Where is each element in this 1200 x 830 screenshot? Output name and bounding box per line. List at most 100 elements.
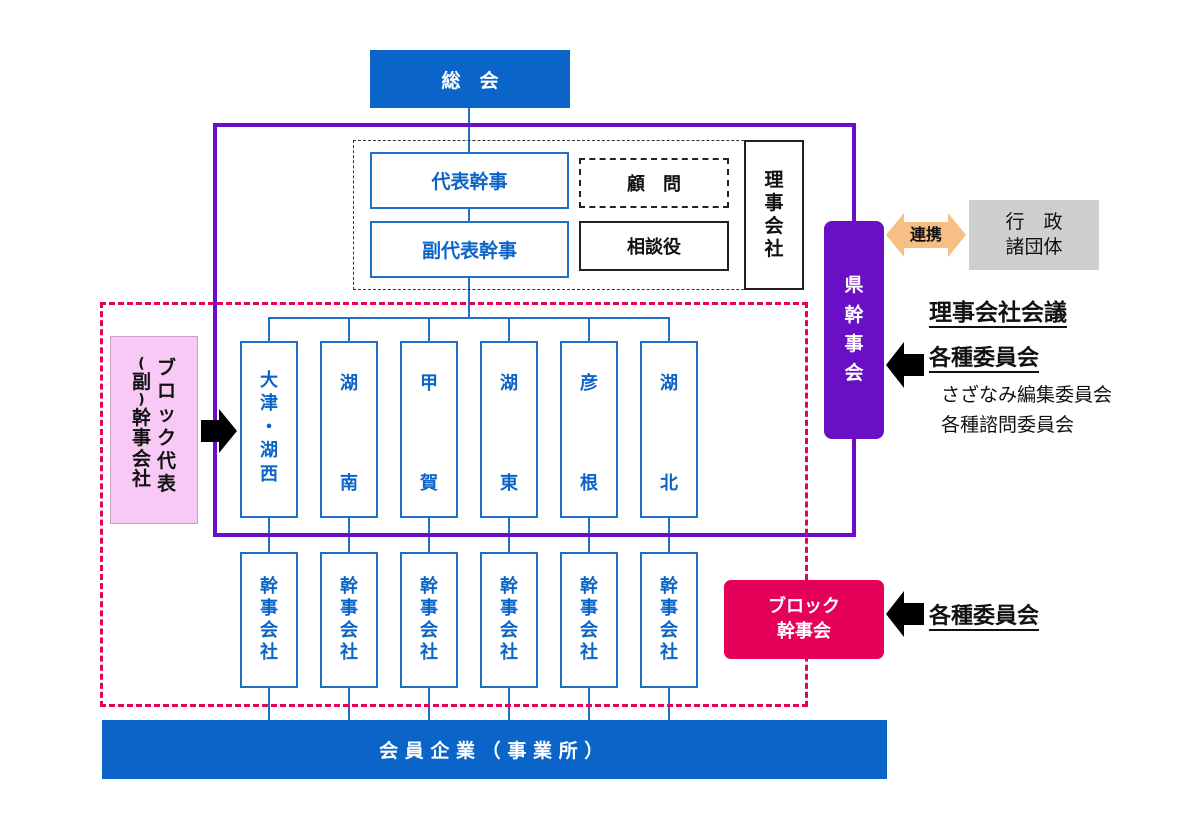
vice-representative-label: 副代表幹事 — [421, 240, 517, 262]
committees-label: 各種委員会 — [929, 346, 1040, 371]
block-hikone: 彦 根 — [560, 341, 618, 518]
block-char: 根 — [580, 473, 598, 494]
block-reps-char: 代 — [157, 449, 177, 472]
connector-line — [348, 317, 350, 341]
prefecture-committee-char: 県 — [844, 274, 864, 297]
block-konan: 湖 南 — [320, 341, 378, 518]
editorial-committee-label: さざなみ編集委員会 — [941, 384, 1113, 406]
advisor-label: 顧 問 — [627, 174, 681, 195]
block-reps-char: 幹 — [131, 406, 151, 429]
block-char: 大 — [260, 370, 278, 391]
block-reps-col1: ブ ロ ッ ク 代 表 — [157, 357, 176, 496]
block-company-char: 事 — [260, 598, 278, 620]
block-reps-char: ( — [138, 356, 145, 372]
connector-line — [268, 317, 670, 319]
block-company-char: 会 — [260, 620, 278, 641]
connector-line — [508, 317, 510, 341]
block-company-box: 幹 事 会 社 — [240, 552, 298, 688]
connector-line — [588, 317, 590, 341]
block-reps-char: 副 — [131, 371, 151, 394]
board-companies-char: 会 — [764, 215, 784, 237]
block-char: 賀 — [420, 473, 438, 494]
block-company-char: 社 — [420, 641, 438, 663]
counselor-label: 相談役 — [627, 237, 681, 258]
block-committee-frame — [100, 302, 808, 707]
general-assembly-box: 総 会 — [370, 50, 570, 108]
block-char: 湖 — [500, 373, 518, 394]
block-company-char: 会 — [500, 620, 518, 641]
block-char: 津 — [260, 393, 278, 415]
government-box: 行 政 諸団体 — [969, 200, 1099, 270]
government-line2: 諸団体 — [1005, 236, 1063, 258]
block-company-char: 社 — [580, 641, 598, 663]
prefecture-committee-char: 会 — [844, 362, 864, 385]
block-reps-char: 社 — [131, 468, 151, 491]
board-companies-char: 理 — [764, 168, 784, 191]
member-companies-bar: 会員企業（事業所） — [102, 720, 887, 779]
prefecture-committee-char: 事 — [844, 333, 864, 355]
prefecture-committee-char: 幹 — [844, 303, 864, 326]
block-reps-char: 表 — [157, 472, 177, 495]
block-reps-char: ブ — [157, 357, 177, 379]
block-char: 西 — [260, 463, 278, 485]
connector-line — [268, 317, 270, 341]
board-meeting-label: 理事会社会議 — [929, 300, 1067, 326]
block-reps-char: 事 — [131, 427, 151, 450]
block-company-char: 社 — [260, 641, 278, 663]
block-company-char: 事 — [340, 598, 358, 620]
block-company-char: 幹 — [660, 576, 678, 598]
block-company-box: 幹 事 会 社 — [480, 552, 538, 688]
block-committee-box: ブロック 幹事会 — [724, 580, 884, 659]
block-reps-char: ロ — [157, 380, 177, 403]
block-company-char: 事 — [500, 598, 518, 620]
connector-line — [668, 317, 670, 341]
connector-line — [468, 278, 470, 318]
representative-label: 代表幹事 — [431, 171, 508, 193]
board-companies-box: 理 事 会 社 — [744, 140, 804, 290]
block-company-char: 幹 — [420, 576, 438, 598]
block-company-char: 事 — [580, 598, 598, 620]
block-company-char: 幹 — [340, 576, 358, 598]
advisor-box: 顧 問 — [579, 158, 729, 208]
block-char: 甲 — [420, 373, 438, 394]
block-char: ・ — [260, 416, 278, 438]
block-company-char: 事 — [420, 598, 438, 620]
block-char: 湖 — [660, 373, 678, 394]
board-companies-char: 事 — [764, 191, 784, 214]
arrow-left-icon — [886, 591, 924, 637]
arrow-right-icon — [201, 409, 237, 453]
block-company-box: 幹 事 会 社 — [640, 552, 698, 688]
connector-line — [428, 317, 430, 341]
arrow-left-icon — [886, 342, 924, 388]
block-kohoku: 湖 北 — [640, 341, 698, 518]
block-company-box: 幹 事 会 社 — [320, 552, 378, 688]
block-company-char: 幹 — [580, 576, 598, 598]
block-char: 東 — [500, 473, 518, 494]
block-company-char: 社 — [660, 641, 678, 663]
block-koka: 甲 賀 — [400, 341, 458, 518]
cooperation-arrow — [886, 213, 966, 257]
connector-line — [468, 208, 470, 222]
block-company-char: 会 — [580, 620, 598, 641]
block-company-char: 幹 — [260, 576, 278, 598]
member-companies-label: 会員企業（事業所） — [379, 740, 610, 762]
block-company-char: 社 — [340, 641, 358, 663]
block-reps-char: ) — [138, 391, 145, 408]
block-reps-char: 会 — [131, 447, 151, 470]
counselor-box: 相談役 — [579, 221, 729, 271]
block-reps-char: ク — [157, 426, 177, 449]
block-committee-line1: ブロック — [768, 596, 840, 618]
block-company-char: 社 — [500, 641, 518, 663]
cooperation-label: 連携 — [909, 225, 942, 244]
block-otsu-kosei: 大 津 ・ 湖 西 — [240, 341, 298, 518]
prefecture-committee-box: 県 幹 事 会 — [824, 221, 884, 439]
block-company-char: 幹 — [500, 576, 518, 598]
block-committee-line2: 幹事会 — [777, 620, 831, 642]
general-assembly-label: 総 会 — [441, 69, 499, 92]
block-char: 湖 — [260, 440, 278, 462]
block-koto: 湖 東 — [480, 341, 538, 518]
block-company-char: 会 — [660, 620, 678, 641]
government-line1: 行 政 — [1005, 211, 1063, 234]
block-company-box: 幹 事 会 社 — [400, 552, 458, 688]
block-reps-col2: ( 副 ) 幹 事 会 社 — [131, 356, 151, 491]
